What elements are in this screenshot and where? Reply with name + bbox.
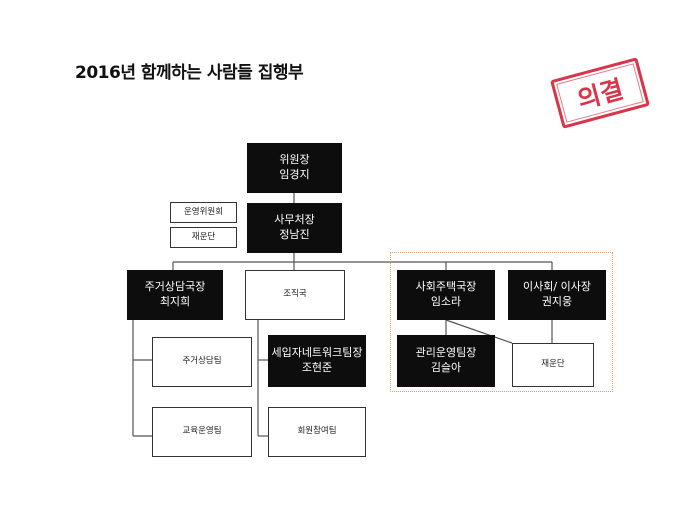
- node-edu-team-label: 교육운영팀: [182, 426, 222, 437]
- node-board-role: 이사회/ 이사장: [523, 280, 591, 294]
- node-finance2: 재운단: [512, 343, 594, 387]
- node-finance: 재운단: [170, 227, 237, 248]
- node-ops-committee: 운영위원회: [170, 202, 237, 223]
- node-finance2-label: 재운단: [541, 359, 565, 370]
- node-finance-label: 재운단: [191, 231, 216, 242]
- node-ops-committee-label: 운영위원회: [183, 206, 224, 217]
- node-chair-role: 위원장: [279, 153, 310, 167]
- social-housing-group: [390, 252, 613, 392]
- node-housing-director-role: 주거상담국장: [144, 280, 206, 294]
- node-secretary: 사무처장 정남진: [247, 203, 342, 253]
- node-network-lead-name: 조현준: [301, 361, 333, 374]
- node-chair: 위원장 임경지: [247, 143, 342, 193]
- node-mgmt-team-name: 김슬아: [430, 361, 462, 374]
- node-org-label: 조직국: [283, 289, 307, 300]
- node-social-housing: 사회주택국장 임소라: [397, 270, 495, 320]
- node-member-team: 회원참여팀: [268, 407, 366, 457]
- node-board: 이사회/ 이사장 권지웅: [508, 270, 606, 320]
- node-mgmt-team: 관리운영팀장 김슬아: [397, 335, 495, 387]
- page-title: 2016년 함께하는 사람들 집행부: [75, 63, 304, 83]
- node-secretary-role: 사무처장: [274, 213, 315, 227]
- node-housing-team: 주거상담팀: [152, 337, 252, 387]
- node-housing-team-label: 주거상담팀: [182, 356, 222, 367]
- node-mgmt-team-role: 관리운영팀장: [415, 346, 477, 360]
- node-board-name: 권지웅: [541, 295, 573, 308]
- node-social-housing-role: 사회주택국장: [415, 280, 477, 294]
- node-network-lead-role: 세입자네트워크팀장: [271, 346, 363, 360]
- node-housing-director-name: 최지희: [159, 295, 191, 308]
- node-member-team-label: 회원참여팀: [297, 426, 337, 437]
- node-chair-name: 임경지: [279, 168, 310, 181]
- node-secretary-name: 정남진: [279, 228, 310, 241]
- node-org: 조직국: [245, 270, 345, 320]
- node-network-lead: 세입자네트워크팀장 조현준: [268, 335, 366, 387]
- node-housing-director: 주거상담국장 최지희: [127, 270, 223, 320]
- node-edu-team: 교육운영팀: [152, 407, 252, 457]
- node-social-housing-name: 임소라: [430, 295, 462, 308]
